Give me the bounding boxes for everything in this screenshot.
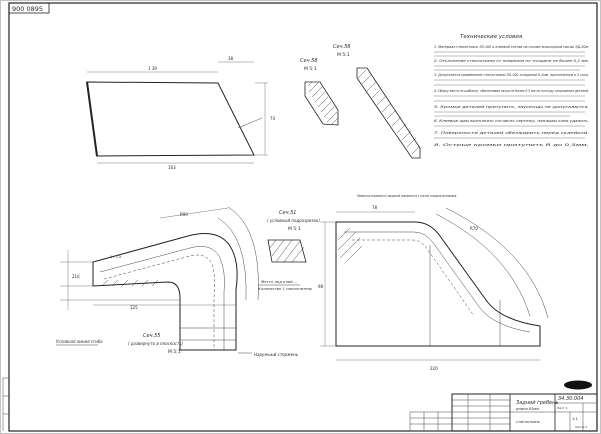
title-sheet: Лист 1	[557, 406, 568, 410]
title-sheets: Листов 1	[575, 425, 588, 429]
svg-text:1 39: 1 39	[148, 66, 157, 71]
flat-view-top: 1 39 38 163 74	[86, 56, 276, 170]
svg-text:125: 125	[130, 305, 138, 310]
note-1: 1. Материал стеклоткань ЭЗ-100 и клеевой…	[434, 45, 589, 49]
svg-text:98: 98	[318, 284, 324, 289]
section-56: Сеч.56 М 5:1	[333, 44, 421, 159]
section-58: Сеч.58 М 5:1	[300, 58, 339, 126]
title-doc-number: 34.30.004	[558, 396, 583, 402]
svg-text:1 - 1,5: 1 - 1,5	[110, 255, 121, 259]
title-scale: 1:1	[572, 417, 578, 421]
title-part-subtitle: длина 83мм	[515, 407, 539, 411]
svg-text:38: 38	[228, 56, 234, 61]
section-51: Сеч.51 ( условный подразрезок) М 5:1	[267, 210, 320, 263]
fold-line-callout: Условная линия сгиба	[56, 339, 103, 346]
note-6: 6. Клеевые швы выполнять согласно чертеж…	[434, 119, 589, 123]
svg-text:216: 216	[72, 274, 80, 279]
binding-strip	[2, 377, 9, 431]
section-56-label: Сеч.56	[333, 44, 350, 50]
note-2: 2. Отклонение стеклоткани от номинала по…	[434, 59, 589, 63]
curved-part-left: 216 125 R90 1 - 1,5	[60, 206, 259, 351]
svg-text:М 5:1: М 5:1	[337, 52, 350, 58]
svg-text:R70: R70	[470, 226, 478, 231]
middle-note: Место под клей ... Количество 1 наполнит…	[258, 279, 312, 291]
svg-text:220: 220	[430, 366, 438, 371]
sheet-inner-border	[8, 2, 598, 432]
svg-text:Количество 1 наполнитель: Количество 1 наполнитель	[258, 286, 312, 291]
note-8: 8. Острые кромки притупить R до 0,5мм.	[434, 143, 589, 147]
svg-text:( развернуто в плоскость): ( развернуто в плоскость)	[128, 341, 184, 346]
stamp-top-text: 900 0895	[12, 5, 43, 13]
svg-text:( условный подразрезок): ( условный подразрезок)	[267, 218, 320, 223]
center-callout: Наружный стержень	[238, 352, 299, 357]
section-51-label: Сеч.51	[279, 210, 296, 216]
title-part-name: Задний гребень	[516, 400, 558, 406]
svg-text:М 5:1: М 5:1	[168, 349, 181, 355]
redacted-mark	[564, 380, 592, 390]
development-note: Развертка показана по наружной поверхнос…	[357, 194, 457, 198]
svg-text:Наружный стержень: Наружный стержень	[254, 352, 299, 357]
section-55-label: Сеч.55	[143, 333, 160, 339]
notes-title: Технические условия.	[460, 34, 524, 40]
svg-text:Место под клей ...: Место под клей ...	[261, 279, 297, 284]
section-58-label: Сеч.58	[300, 58, 317, 64]
title-material: стеклоткань	[516, 420, 540, 424]
note-7: 7. Поверхности деталей обезжирить перед …	[434, 131, 589, 135]
svg-text:163: 163	[168, 165, 176, 170]
svg-text:М 5:1: М 5:1	[304, 66, 317, 72]
svg-text:R90: R90	[180, 212, 188, 217]
section-55: Сеч.55 ( развернуто в плоскость) М 5:1	[128, 333, 184, 355]
note-5: 5. Кромки деталей притупить, заусенцы не…	[434, 105, 589, 109]
note-4: 4. Сборку вести по шаблону, обеспечивая …	[434, 89, 589, 93]
svg-text:78: 78	[372, 205, 378, 210]
fold-line-label: Условная линия сгиба	[56, 339, 103, 344]
technical-notes: Технические условия. 1. Материал стеклот…	[434, 34, 589, 147]
development-right: Развертка показана по наружной поверхнос…	[318, 194, 549, 371]
title-block: 34.30.004 Задний гребень длина 83мм стек…	[451, 393, 598, 432]
svg-text:74: 74	[270, 116, 276, 121]
revision-table	[409, 411, 453, 432]
note-3: 3. Допускается применение стеклоткани ЭЗ…	[434, 73, 589, 77]
top-left-stamp: 900 0895	[8, 2, 50, 14]
svg-text:М 5:1: М 5:1	[288, 226, 301, 232]
